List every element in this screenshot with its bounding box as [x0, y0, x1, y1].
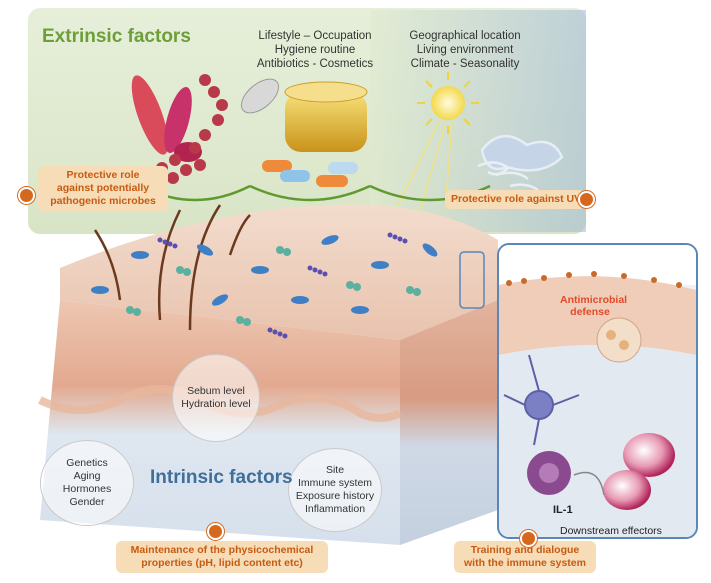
dendritic-cell-icon	[503, 354, 580, 446]
keratinocyte-cluster-icon	[596, 317, 642, 363]
antimicrobial-defense-label: Antimicrobial defense	[560, 294, 628, 318]
uv-protection-tag: Protective role against UV	[445, 190, 585, 209]
surface-microbiota	[91, 232, 438, 339]
immune-panel	[497, 243, 698, 539]
zoom-box	[459, 251, 485, 309]
downstream-effectors-label: Downstream effectors	[560, 525, 662, 537]
marker-dot-microbe	[18, 187, 35, 204]
extrinsic-factors-title: Extrinsic factors	[42, 26, 191, 47]
intrinsic-factors-title: Intrinsic factors	[150, 467, 293, 488]
immune-illustration	[499, 245, 696, 537]
il1-label: IL-1	[553, 504, 573, 516]
microbe-protection-tag: Protective role against potentially path…	[38, 166, 168, 211]
marker-dot-training	[520, 530, 537, 547]
lifestyle-factors-text: Lifestyle – Occupation Hygiene routine A…	[256, 30, 374, 70]
geographical-factors-text: Geographical location Living environment…	[409, 30, 521, 70]
marker-dot-maintenance	[207, 523, 224, 540]
microbes-icon	[131, 74, 228, 184]
cosmetic-jar-icon	[240, 78, 368, 152]
pills-icon	[262, 160, 358, 187]
marker-dot-uv	[578, 191, 595, 208]
sebum-hydration-bubble: Sebum level Hydration level	[172, 354, 260, 442]
site-immune-bubble: Site Immune system Exposure history Infl…	[288, 448, 382, 532]
immune-cell-icon	[527, 451, 571, 495]
physicochemical-maintenance-tag: Maintenance of the physicochemical prope…	[116, 541, 328, 573]
effector-cells-icon	[603, 433, 675, 510]
hair-strands	[93, 204, 251, 331]
cloud-wind-icon	[477, 135, 564, 192]
genetics-bubble: Genetics Aging Hormones Gender	[40, 440, 134, 526]
sun-icon	[397, 72, 479, 213]
